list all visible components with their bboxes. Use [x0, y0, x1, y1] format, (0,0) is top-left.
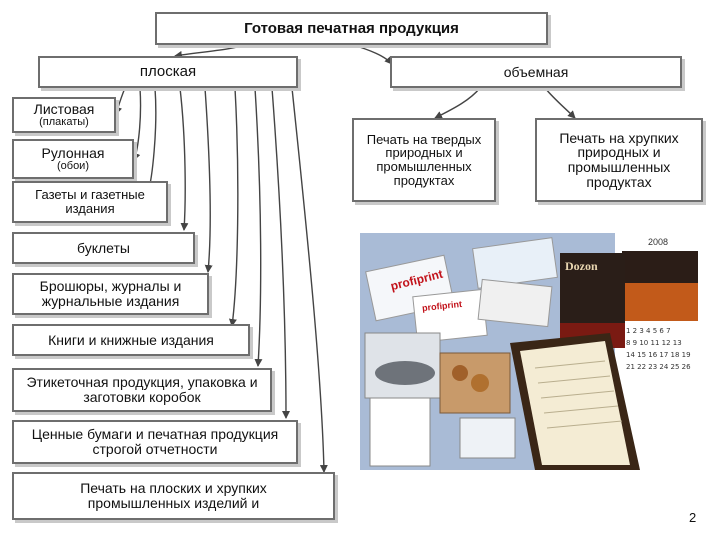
root-box: Готовая печатная продукция	[155, 12, 548, 45]
flat-item-labels-label: Этикеточная продукция, упаковка и загото…	[24, 375, 260, 404]
root-label: Готовая печатная продукция	[244, 21, 459, 37]
svg-text:8 9 10 11 12 13: 8 9 10 11 12 13	[626, 339, 682, 347]
flat-item-brochures: Брошюры, журналы и журнальные издания	[12, 273, 209, 315]
flat-item-securities: Ценные бумаги и печатная продукция строг…	[12, 420, 298, 464]
volume-item-hard: Печать на твердых природных и промышленн…	[352, 118, 496, 202]
calendar-year: 2008	[648, 237, 668, 247]
flat-item-sheet-sub: (плакаты)	[39, 117, 89, 129]
flat-item-roll: Рулонная (обои)	[12, 139, 134, 179]
volume-item-hard-label: Печать на твердых природных и промышленн…	[354, 133, 494, 188]
flat-item-labels: Этикеточная продукция, упаковка и загото…	[12, 368, 272, 412]
brand-text-c: Dozon	[565, 259, 598, 274]
flat-item-newspapers-label: Газеты и газетные издания	[14, 188, 166, 215]
flat-category-box: плоская	[38, 56, 298, 88]
printed-products-photo: 1 2 3 4 5 6 7 8 9 10 11 12 13 14 15 16 1…	[360, 233, 703, 470]
svg-text:14 15 16 17 18 19: 14 15 16 17 18 19	[626, 351, 691, 359]
flat-item-books: Книги и книжные издания	[12, 324, 250, 356]
flat-item-sheet: Листовая (плакаты)	[12, 97, 116, 133]
flat-item-brochures-label: Брошюры, журналы и журнальные издания	[22, 279, 199, 308]
collage-graphics: 1 2 3 4 5 6 7 8 9 10 11 12 13 14 15 16 1…	[360, 233, 703, 470]
flat-item-industrial: Печать на плоских и хрупких промышленных…	[12, 472, 335, 520]
flat-item-sheet-label: Листовая	[34, 102, 95, 117]
flat-item-booklets-label: буклеты	[77, 241, 130, 256]
flat-category-label: плоская	[140, 64, 196, 80]
volume-item-fragile: Печать на хрупких природных и промышленн…	[535, 118, 703, 202]
flat-item-securities-label: Ценные бумаги и печатная продукция строг…	[28, 427, 282, 456]
flat-item-roll-label: Рулонная	[42, 146, 105, 161]
svg-text:21 22 23 24 25 26: 21 22 23 24 25 26	[626, 363, 691, 371]
flat-item-books-label: Книги и книжные издания	[48, 333, 214, 348]
flat-item-newspapers: Газеты и газетные издания	[12, 181, 168, 223]
svg-text:1 2 3 4 5 6 7: 1 2 3 4 5 6 7	[626, 327, 671, 335]
flat-item-booklets: буклеты	[12, 232, 195, 264]
volume-item-fragile-label: Печать на хрупких природных и промышленн…	[537, 131, 701, 190]
flat-item-roll-sub: (обои)	[57, 161, 89, 173]
volume-category-label: объемная	[504, 65, 569, 80]
volume-category-box: объемная	[390, 56, 682, 88]
flat-item-industrial-label: Печать на плоских и хрупких промышленных…	[44, 481, 303, 510]
page-number: 2	[689, 510, 696, 525]
